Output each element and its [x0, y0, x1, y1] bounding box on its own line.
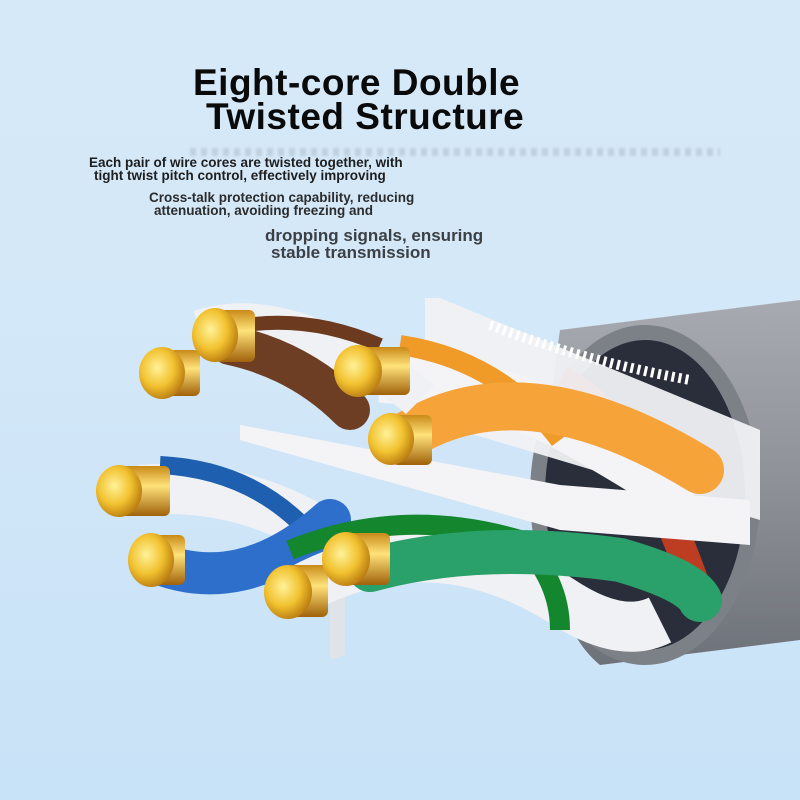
description-2-line-2: attenuation, avoiding freezing and: [154, 203, 374, 218]
orange-wire-pair: [376, 335, 724, 523]
description-paragraph-1: Each pair of wire cores are twisted toge…: [89, 155, 403, 183]
conductor-1: [139, 347, 200, 399]
description-1-line-1: Each pair of wire cores are twisted toge…: [89, 155, 403, 170]
description-paragraph-3: dropping signals, ensuring stable transm…: [265, 227, 483, 261]
description-2-line-1: Cross-talk protection capability, reduci…: [149, 190, 415, 205]
faded-text-artifact: [190, 148, 720, 156]
conductor-6: [128, 533, 185, 587]
description-paragraph-2: Cross-talk protection capability, reduci…: [149, 190, 415, 218]
headline-line-2: Twisted Structure: [206, 96, 525, 137]
description-3-line-2: stable transmission: [271, 243, 431, 262]
description-3-line-1: dropping signals, ensuring: [265, 226, 484, 245]
conductor-2: [192, 308, 255, 362]
conductor-4: [368, 413, 432, 465]
conductor-5: [96, 465, 170, 517]
description-1-line-2: tight twist pitch control, effectively i…: [94, 168, 386, 183]
gold-conductors: [96, 308, 432, 619]
conductor-7: [264, 565, 328, 619]
conductor-3: [334, 345, 410, 397]
headline-line-1: Eight-core Double: [193, 62, 521, 103]
conductor-8: [322, 532, 390, 586]
